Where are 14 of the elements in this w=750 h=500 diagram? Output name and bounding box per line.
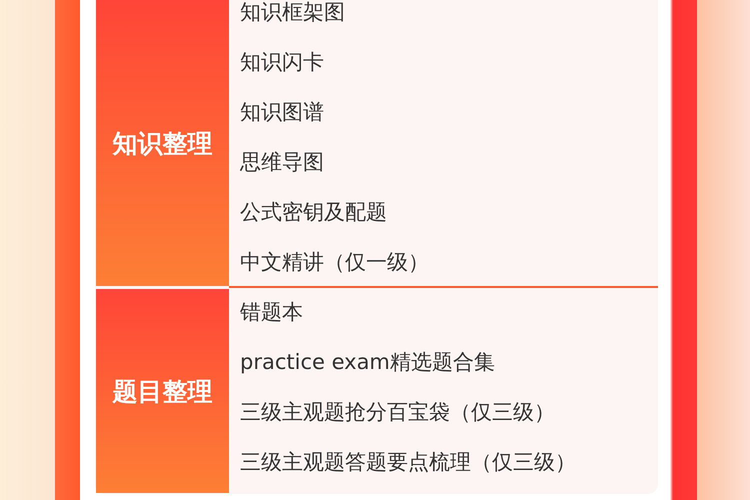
list-item: 知识闪卡: [240, 49, 324, 75]
list-item: 错题本: [240, 299, 303, 325]
category-cell: [96, 289, 229, 493]
list-item: 三级主观题抢分百宝袋（仅三级）: [240, 399, 555, 425]
list-item: 三级主观题答题要点梳理（仅三级）: [240, 449, 576, 475]
list-item: 公式密钥及配题: [240, 199, 387, 225]
category-cell: [96, 0, 229, 286]
list-item: practice exam精选题合集: [240, 349, 495, 375]
category-label: 题目整理: [112, 376, 212, 408]
list-item: 知识框架图: [240, 0, 345, 25]
list-item: 思维导图: [240, 149, 324, 175]
category-label: 知识整理: [112, 128, 212, 160]
list-item: 知识图谱: [240, 99, 324, 125]
list-item: 中文精讲（仅一级）: [240, 249, 429, 275]
